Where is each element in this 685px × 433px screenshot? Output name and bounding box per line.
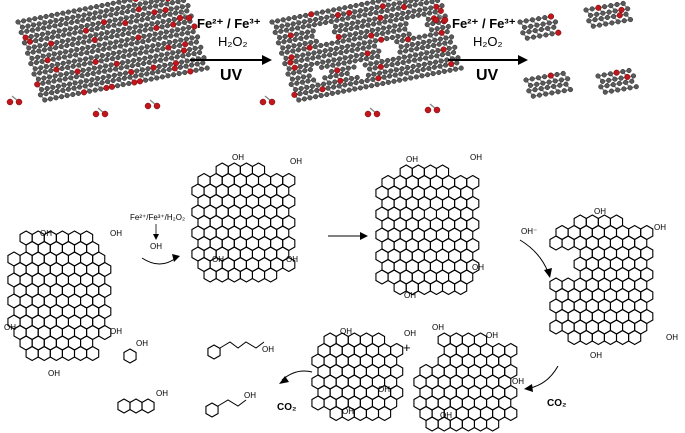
cooh-label: OH	[440, 411, 452, 420]
cooh-label: OH	[486, 331, 498, 340]
reagent-fenton-label: Fe²⁺/Fe³⁺/H₂O₂	[130, 213, 185, 222]
co2-release-right: CO₂	[547, 398, 566, 409]
reagent-annotation: Fe²⁺/Fe³⁺/H₂O₂ OH	[130, 213, 185, 251]
cooh-label: OH	[48, 369, 60, 378]
reagent-fe-label-2: Fe²⁺ / Fe³⁺	[452, 16, 516, 31]
cooh-label: OH	[654, 223, 666, 232]
cooh-label: OH	[404, 329, 416, 338]
co2-release-left: CO₂	[277, 402, 296, 413]
cooh-label: OH	[666, 333, 678, 342]
condition-uv-label-1: UV	[220, 67, 243, 84]
cooh-label: OH	[406, 155, 418, 164]
cooh-label: OH	[232, 153, 244, 162]
product-phenol-oh: OH	[136, 339, 148, 348]
condition-uv-label-2: UV	[476, 67, 499, 84]
plus-sign: +	[403, 340, 411, 355]
mechanism-arrows	[141, 232, 559, 392]
cooh-label: OH	[286, 255, 298, 264]
cooh-label: OH	[110, 327, 122, 336]
graphene-oxide-sheet-large	[6, 0, 210, 118]
cooh-label: OH	[470, 153, 482, 162]
product-anthracene-oh: OH	[156, 389, 168, 398]
reaction-arrow-2: Fe²⁺ / Fe³⁺ H₂O₂ UV	[448, 16, 528, 84]
cooh-label: OH	[594, 207, 606, 216]
cooh-label: OH	[378, 385, 390, 394]
hydroxide-radical-label: OH⁻	[521, 227, 537, 236]
graphene-oxide-sheet-fragmented	[259, 0, 464, 118]
reagent-h2o2-label-1: H₂O₂	[218, 34, 248, 49]
product-acid-oh: OH	[262, 345, 274, 354]
small-products: OH OH OH OH	[117, 339, 274, 418]
cooh-label: OH	[342, 407, 354, 416]
reaction-arrow-1: Fe²⁺ / Fe³⁺ H₂O₂ UV	[190, 16, 272, 84]
reagent-h2o2-label-2: H₂O₂	[473, 34, 503, 49]
small-graphene-fragments	[517, 0, 639, 99]
cooh-label: OH	[212, 255, 224, 264]
cooh-label: OH	[472, 263, 484, 272]
cooh-label: OH	[4, 323, 16, 332]
cooh-label: OH	[290, 157, 302, 166]
cooh-label: OH	[110, 229, 122, 238]
cooh-label: OH	[432, 323, 444, 332]
hydroxyl-label: OH	[150, 242, 162, 251]
cooh-label: OH	[404, 291, 416, 300]
cooh-label: OH	[40, 229, 52, 238]
cooh-label: OH	[340, 327, 352, 336]
product-phenylacetic-oh: OH	[244, 391, 256, 400]
cooh-label: OH	[590, 351, 602, 360]
cooh-label: OH	[512, 377, 524, 386]
reagent-fe-label-1: Fe²⁺ / Fe³⁺	[197, 16, 261, 31]
